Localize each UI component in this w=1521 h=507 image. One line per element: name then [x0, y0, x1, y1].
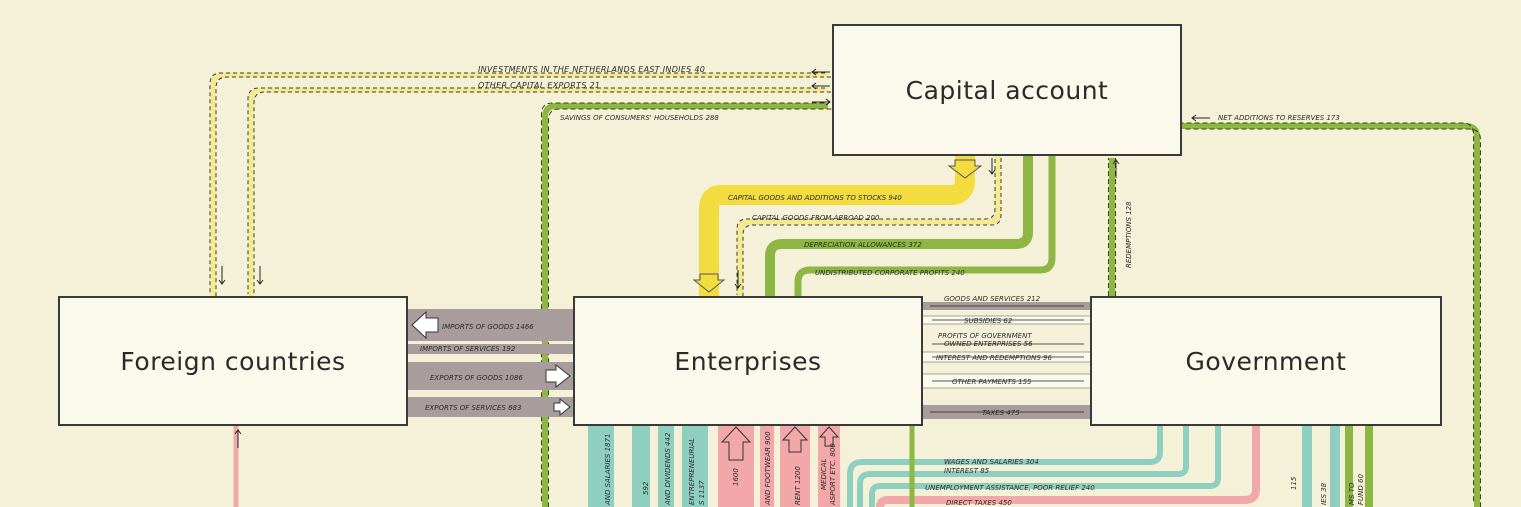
label-capital-goods-abroad: CAPITAL GOODS FROM ABROAD 200 [752, 214, 880, 222]
flow-redemptions [1108, 158, 1116, 296]
label-interest-gov: INTEREST 85 [944, 467, 990, 475]
label-other-payments: OTHER PAYMENTS 155 [952, 378, 1032, 386]
label-v-115: 115 [1290, 476, 1298, 490]
label-v-rent: RENT 1200 [794, 466, 802, 505]
label-v-medical-2: ASPORT ETC. 800 [829, 443, 837, 506]
label-imports-goods: IMPORTS OF GOODS 1466 [442, 323, 534, 331]
band-exports-services [407, 397, 575, 417]
node-capital-account: Capital account [832, 24, 1182, 156]
label-profits-gov-1: PROFITS OF GOVERNMENT [938, 332, 1032, 340]
label-wages-gov: WAGES AND SALARIES 304 [944, 458, 1039, 466]
node-enterprises: Enterprises [573, 296, 923, 426]
bottom-verticals [233, 424, 840, 507]
label-v-dividends: AND DIVIDENDS 442 [664, 432, 672, 506]
label-depreciation: DEPRECIATION ALLOWANCES 372 [804, 241, 922, 249]
flow-savings-households [541, 102, 832, 507]
label-v-38: IES 38 [1320, 482, 1328, 505]
label-imports-services: IMPORTS OF SERVICES 192 [420, 345, 516, 353]
label-capital-goods-stocks: CAPITAL GOODS AND ADDITIONS TO STOCKS 94… [728, 194, 902, 202]
flow-investments-ei [209, 72, 831, 298]
flow-undistributed-profits [794, 155, 1056, 298]
band-exports-goods [407, 362, 575, 390]
flow-depreciation [765, 155, 1033, 298]
bottom-horizontals [847, 424, 1373, 507]
label-exports-services: EXPORTS OF SERVICES 683 [425, 404, 521, 412]
label-goods-services-gov: GOODS AND SERVICES 212 [944, 295, 1041, 303]
label-v-60-2: FUND 60 [1357, 474, 1365, 505]
label-investments-ei: INVESTMENTS IN THE NETHERLANDS EAST INDI… [478, 65, 705, 74]
label-v-1600: 1600 [732, 468, 740, 486]
label-v-entrepreneurial-2: S 1137 [698, 480, 706, 505]
label-undistributed-profits: UNDISTRIBUTED CORPORATE PROFITS 240 [815, 269, 965, 277]
label-other-capital-exports: OTHER CAPITAL EXPORTS 21 [478, 81, 600, 90]
label-v-60-1: MS TO [1348, 482, 1356, 505]
flow-capital-goods-abroad [736, 152, 1002, 301]
flow-other-capital-exports [247, 87, 831, 298]
label-exports-goods: EXPORTS OF GOODS 1086 [430, 374, 523, 382]
label-redemptions: REDEMPTIONS 128 [1125, 201, 1133, 268]
label-interest-redemptions: INTEREST AND REDEMPTIONS 96 [936, 354, 1052, 362]
label-unemployment: UNEMPLOYMENT ASSISTANCE, POOR RELIEF 240 [925, 484, 1095, 492]
band-imports-services [407, 344, 575, 354]
node-government: Government [1090, 296, 1442, 426]
flow-net-additions-reserves [1178, 122, 1481, 507]
label-v-900: AND FOOTWEAR 900 [764, 431, 772, 506]
label-v-entrepreneurial-1: ENTREPRENEURIAL [688, 438, 696, 505]
label-v-592: 592 [642, 481, 650, 495]
node-foreign-countries: Foreign countries [58, 296, 408, 426]
label-net-additions-reserves: NET ADDITIONS TO RESERVES 173 [1218, 114, 1340, 122]
band-imports-goods [407, 309, 575, 341]
label-direct-taxes: DIRECT TAXES 450 [946, 499, 1012, 507]
arrow-marks [218, 68, 1210, 448]
label-subsidies: SUBSIDIES 62 [964, 317, 1013, 325]
label-taxes: TAXES 475 [982, 409, 1020, 417]
label-savings-households: SAVINGS OF CONSUMERS' HOUSEHOLDS 288 [560, 114, 719, 122]
label-profits-gov-2: OWNED ENTERPRISES 56 [944, 340, 1033, 348]
flow-capital-goods-stocks [692, 155, 983, 298]
label-v-medical-1: MEDICAL [820, 458, 828, 490]
label-v-wages: AND SALARIES 1871 [604, 434, 612, 506]
